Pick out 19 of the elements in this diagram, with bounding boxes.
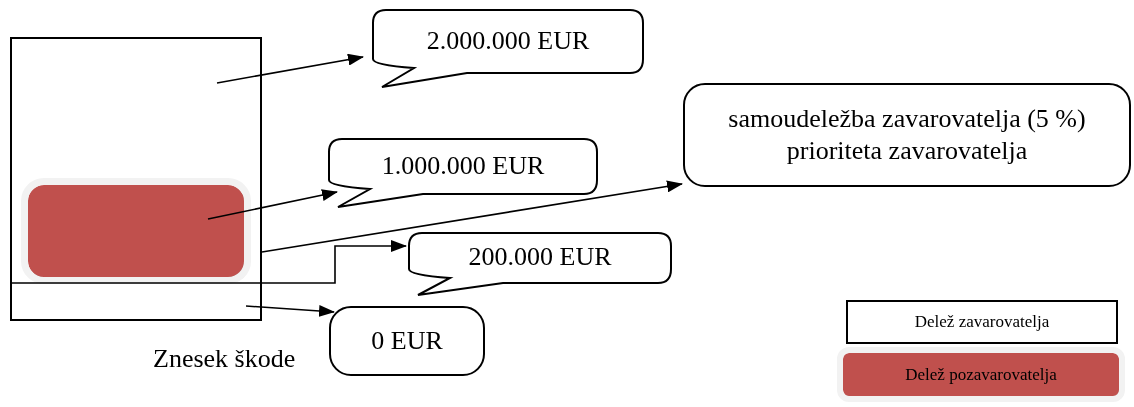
callout-bubble [408,232,672,296]
callout-text: 2.000.000 EUR [426,24,590,57]
callout-box [683,83,1131,187]
arrow [207,189,338,220]
arrow [261,180,683,253]
callout-bubble [328,138,598,208]
arrow [245,305,335,317]
callout-box [329,306,485,376]
arrow [9,240,407,284]
legend-label: Delež zavarovatelja [914,311,1050,334]
callout-text: samoudeležba zavarovatelja (5 %) prioriteta zavarovatelja [728,103,1086,165]
node-label: Znesek škode [153,346,296,372]
amount-column [10,37,262,321]
callout-text: 1.000.000 EUR [381,149,545,182]
callout-text: 200.000 EUR [468,241,612,274]
arrow [216,53,364,84]
callout-text: 0 EUR [371,325,443,355]
callout-bubble [372,9,644,89]
legend-label: Delež pozavarovatelja [905,363,1057,386]
